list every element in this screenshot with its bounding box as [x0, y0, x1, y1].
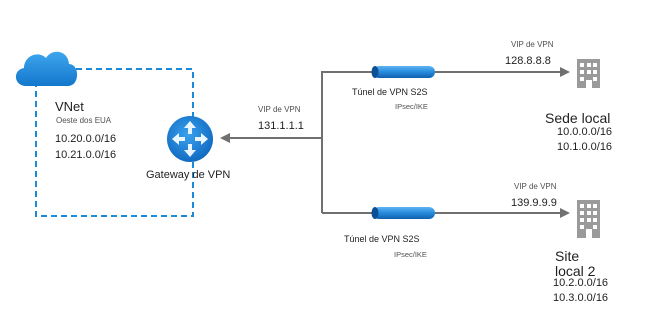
tunnel-label: Túnel de VPN S2S — [352, 87, 428, 97]
site-prefix: 10.3.0.0/16 — [553, 292, 609, 304]
building-icon — [577, 59, 600, 88]
site-name: Site — [555, 248, 580, 264]
vnet-title: VNet — [55, 99, 84, 114]
site-vip-label: VIP de VPN — [511, 40, 554, 49]
tunnel-label: Túnel de VPN S2S — [344, 234, 420, 244]
site-prefix: 10.0.0.0/16 — [557, 126, 613, 138]
vpn-gateway-icon — [167, 116, 213, 162]
arrow-to-site-2 — [560, 208, 570, 218]
site-vip-address: 128.8.8.8 — [505, 55, 551, 67]
gateway-label: Gateway de VPN — [146, 169, 231, 181]
tunnel-protocol: IPsec/IKE — [395, 102, 428, 111]
arrow-to-gateway — [220, 133, 230, 143]
arrow-to-site-1 — [560, 67, 570, 77]
gateway-vip-address: 131.1.1.1 — [258, 120, 304, 132]
tunnel-protocol: IPsec/IKE — [394, 250, 427, 259]
site-vip-address: 139.9.9.9 — [511, 197, 557, 209]
site-prefix: 10.2.0.0/16 — [553, 277, 609, 289]
gateway-vip-label: VIP de VPN — [258, 105, 301, 114]
site-prefix: 10.1.0.0/16 — [557, 141, 613, 153]
vnet-region: Oeste dos EUA — [56, 116, 112, 125]
azure-cloud-icon — [15, 51, 78, 86]
tunnel-pipe-icon — [371, 207, 435, 219]
building-icon — [577, 200, 600, 238]
vnet-prefix: 10.21.0.0/16 — [55, 149, 117, 161]
site-name: Sede local — [545, 110, 611, 126]
vnet-prefix: 10.20.0.0/16 — [55, 133, 117, 145]
tunnel-pipe-icon — [371, 66, 435, 78]
connection-lines — [228, 71, 562, 214]
site-vip-label: VIP de VPN — [514, 182, 557, 191]
site-name-line2: local 2 — [555, 263, 596, 279]
